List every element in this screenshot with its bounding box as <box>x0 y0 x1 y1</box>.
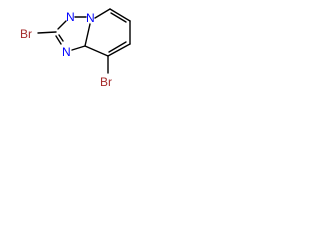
bond-lines <box>37 8 131 74</box>
bond-c5-c6-double <box>110 12 127 23</box>
bond-c5-c6 <box>109 8 131 22</box>
bond-n8a-c3a <box>84 23 91 47</box>
atom-n-top-mid: N <box>66 10 75 24</box>
bond-n3-c2-double <box>58 34 64 42</box>
atom-n-lower: N <box>62 45 71 59</box>
atom-n-bridge: N <box>86 11 95 25</box>
atom-br-bottom: Br <box>100 75 112 89</box>
bond-c7-c8-double <box>108 41 127 53</box>
bond-c7-c8 <box>107 43 131 57</box>
bond-c2-br <box>37 31 57 34</box>
bond-c2-n1 <box>57 20 67 30</box>
atom-br-left: Br <box>20 27 32 41</box>
atom-labels: Br Br N N N <box>20 10 112 89</box>
bond-c8-c3a <box>84 45 109 57</box>
bond-c3a-n3 <box>71 45 86 51</box>
molecule-structure: Br Br N N N <box>20 8 131 89</box>
bond-n8a-c5 <box>94 8 111 19</box>
bond-n3-c2 <box>55 35 62 45</box>
